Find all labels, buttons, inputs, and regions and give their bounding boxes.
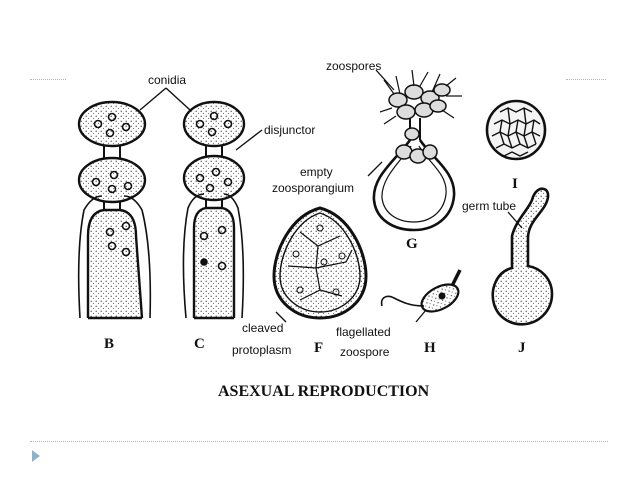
figure-g-flagella	[379, 69, 462, 125]
figure-letter-h: H	[424, 340, 436, 356]
leader-lines-g	[367, 69, 395, 177]
figure-letter-f: F	[314, 340, 323, 356]
leader-lines-bc	[139, 87, 263, 151]
figure-j-germinating-spore	[491, 187, 554, 326]
figure-g-zoospores	[388, 83, 451, 164]
figure-c-conidia-chain	[182, 100, 246, 320]
divider-top-left	[30, 79, 66, 80]
divider-top-right	[566, 79, 606, 80]
label-flagellated: flagellated	[336, 325, 391, 339]
diagram-title: ASEXUAL REPRODUCTION	[218, 383, 430, 400]
leader-line-germ-tube	[507, 211, 523, 229]
label-disjunctor: disjunctor	[264, 123, 315, 137]
divider-bottom	[30, 441, 608, 442]
figure-letter-g: G	[406, 236, 418, 252]
label-zoospores: zoospores	[326, 59, 381, 73]
figure-i-resting-spore	[485, 99, 547, 161]
figure-f-cleaved-protoplasm	[272, 206, 368, 320]
figure-b-spores	[91, 112, 133, 257]
label-germ-tube: germ tube	[462, 199, 516, 213]
label-protoplasm: protoplasm	[232, 343, 291, 357]
figure-h-flagellated-zoospore	[380, 269, 462, 313]
leader-line-cleaved	[275, 311, 287, 323]
bullet-arrow-icon	[32, 450, 40, 462]
label-empty: empty	[300, 165, 333, 179]
label-zoosporangium: zoosporangium	[272, 181, 354, 195]
figure-letter-j: J	[518, 340, 526, 356]
figure-letter-i: I	[512, 176, 518, 192]
label-cleaved: cleaved	[242, 321, 283, 335]
label-zoospore: zoospore	[340, 345, 390, 359]
figure-c-spores	[195, 111, 233, 271]
label-conidia: conidia	[148, 73, 186, 87]
leader-line-flagellated	[415, 309, 427, 323]
figure-letter-c: C	[194, 336, 205, 352]
figure-letter-b: B	[104, 336, 114, 352]
figure-b-conidia-chain	[77, 100, 152, 320]
